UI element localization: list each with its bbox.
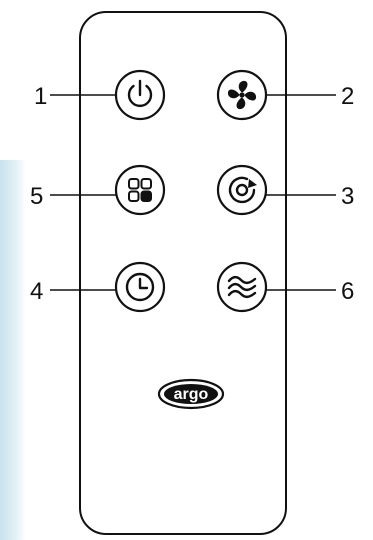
- argo-logo: argo: [157, 378, 225, 410]
- remote-body: [79, 11, 287, 535]
- mode-grid-icon: [128, 178, 152, 202]
- fan-icon: [227, 80, 257, 110]
- timer-button[interactable]: [114, 261, 166, 313]
- sleep-button[interactable]: [216, 261, 268, 313]
- clock-icon: [125, 272, 155, 302]
- power-icon: [127, 79, 153, 108]
- power-button[interactable]: [114, 69, 166, 121]
- fan-speed-button[interactable]: [216, 69, 268, 121]
- swing-button[interactable]: [216, 164, 268, 216]
- callout-number-power: 1: [34, 83, 47, 110]
- mode-button[interactable]: [114, 164, 166, 216]
- swing-rotate-icon: [228, 176, 257, 204]
- callout-number-timer: 4: [30, 278, 43, 305]
- wave-icon: [227, 275, 257, 299]
- background-strip: [0, 160, 26, 540]
- callout-number-fan: 2: [341, 83, 354, 110]
- callout-number-sleep: 6: [341, 278, 354, 305]
- callout-number-mode: 5: [30, 183, 43, 210]
- callout-number-swing: 3: [341, 183, 354, 210]
- logo-text: argo: [174, 386, 209, 403]
